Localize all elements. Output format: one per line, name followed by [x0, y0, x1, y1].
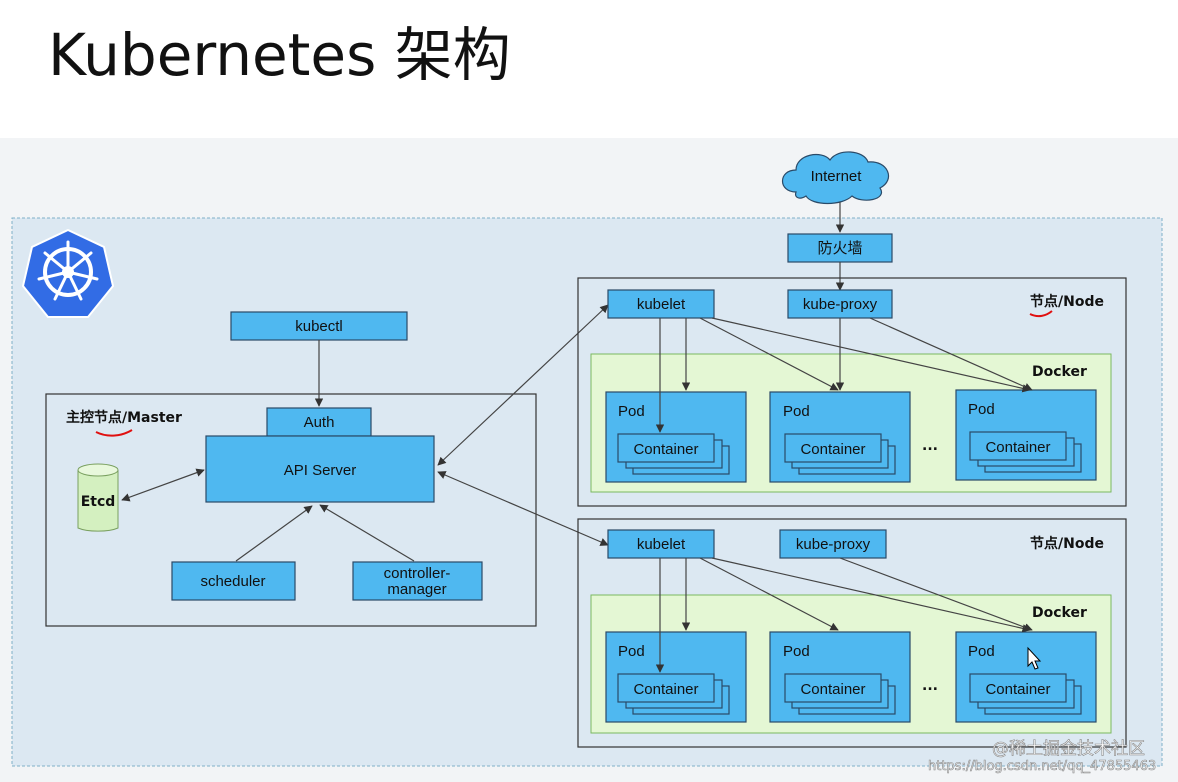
node-1-pod-1-label: Pod: [618, 403, 645, 420]
node-2-kubelet-box: [607, 529, 715, 559]
edge-n1-kubelet-pod3: [711, 317, 1031, 393]
node-2-kube-proxy-label: kube-proxy: [796, 536, 871, 553]
node-1-box: [577, 277, 1127, 507]
scheduler-label: scheduler: [200, 573, 265, 590]
firewall-box: [787, 233, 893, 263]
node-1-pod-2-label: Pod: [783, 403, 810, 420]
node-1-label: 节点/Node: [1030, 293, 1104, 310]
controller-manager-label-1: controller-: [384, 565, 451, 582]
node-2-pod-3-label: Pod: [968, 643, 995, 660]
scheduler-box: [171, 561, 296, 601]
edge-api-kubelet-2: [437, 471, 609, 546]
watermark-line1: @稀土掘金技术社区: [992, 739, 1145, 759]
node-2-pod-1-label: Pod: [618, 643, 645, 660]
node-1-kubelet-label: kubelet: [637, 296, 686, 313]
node-2-ellipsis: ...: [922, 678, 938, 694]
node-1-pod-3-label: Pod: [968, 401, 995, 418]
api-server-label: API Server: [284, 462, 357, 479]
edge-n1-kubelet-pod2: [699, 317, 839, 391]
node-2-pod-2-container-label: Container: [800, 681, 865, 698]
node-2: 节点/Node kubelet kube-proxy Docker Pod Co…: [577, 518, 1127, 748]
edge-n2-kubelet-pod3: [711, 557, 1031, 633]
node-2-pod-2-label: Pod: [783, 643, 810, 660]
kubernetes-logo-icon: [21, 228, 115, 318]
edge-controller-api: [319, 504, 415, 562]
controller-manager-label-2: manager: [387, 581, 446, 598]
edge-n2-kubelet-pod2: [699, 557, 839, 631]
node-2-box: [577, 518, 1127, 748]
node-2-pod-1-container: [617, 673, 715, 703]
node-2-pod-3-container: [969, 673, 1067, 703]
node-1-ellipsis: ...: [922, 438, 938, 454]
node-2-pod-2-container: [784, 673, 882, 703]
red-underline-node: [1029, 310, 1053, 318]
master-label: 主控节点/Master: [66, 409, 182, 426]
node-2-docker-label: Docker: [1032, 605, 1087, 621]
edge-scheduler-api: [235, 505, 313, 562]
edge-etcd-api: [121, 468, 205, 502]
node-1-pod-1-container-label: Container: [633, 441, 698, 458]
etcd-label: Etcd: [81, 494, 116, 510]
internet-label: Internet: [811, 168, 863, 185]
node-2-pod-3-container-label: Container: [985, 681, 1050, 698]
auth-label: Auth: [304, 414, 335, 431]
node-1-pod-2-container: [784, 433, 882, 463]
api-server-box: [205, 435, 435, 503]
node-1-pod-3-container: [969, 431, 1067, 461]
red-underline-master: [95, 429, 133, 437]
node-2-pod-1-container-label: Container: [633, 681, 698, 698]
node-1-kubelet-box: [607, 289, 715, 319]
kubectl-label: kubectl: [295, 318, 343, 335]
node-1-pod-1-container: [617, 433, 715, 463]
watermark-line2: https://blog.csdn.net/qq_47855463: [928, 759, 1156, 774]
node-1-pod-3-container-label: Container: [985, 439, 1050, 456]
edge-n1-proxy-pod3: [869, 317, 1033, 391]
mouse-cursor-icon: [1027, 646, 1042, 670]
etcd-cylinder: Etcd: [77, 463, 119, 532]
edge-api-kubelet-1: [437, 304, 609, 466]
internet-cloud: Internet: [781, 151, 890, 205]
firewall-label: 防火墙: [817, 240, 862, 257]
node-1-kube-proxy-label: kube-proxy: [803, 296, 878, 313]
edge-n2-proxy-pod3: [839, 557, 1033, 632]
node-2-label: 节点/Node: [1030, 535, 1104, 552]
controller-manager-box: [352, 561, 483, 601]
node-1-docker-label: Docker: [1032, 364, 1087, 380]
page-title: Kubernetes 架构: [48, 21, 511, 89]
node-1-kube-proxy-box: [787, 289, 893, 319]
node-1-pod-2-container-label: Container: [800, 441, 865, 458]
node-1: 节点/Node kubelet kube-proxy Docker Pod Co…: [577, 277, 1127, 507]
node-2-kube-proxy-box: [779, 529, 887, 559]
node-2-kubelet-label: kubelet: [637, 536, 686, 553]
